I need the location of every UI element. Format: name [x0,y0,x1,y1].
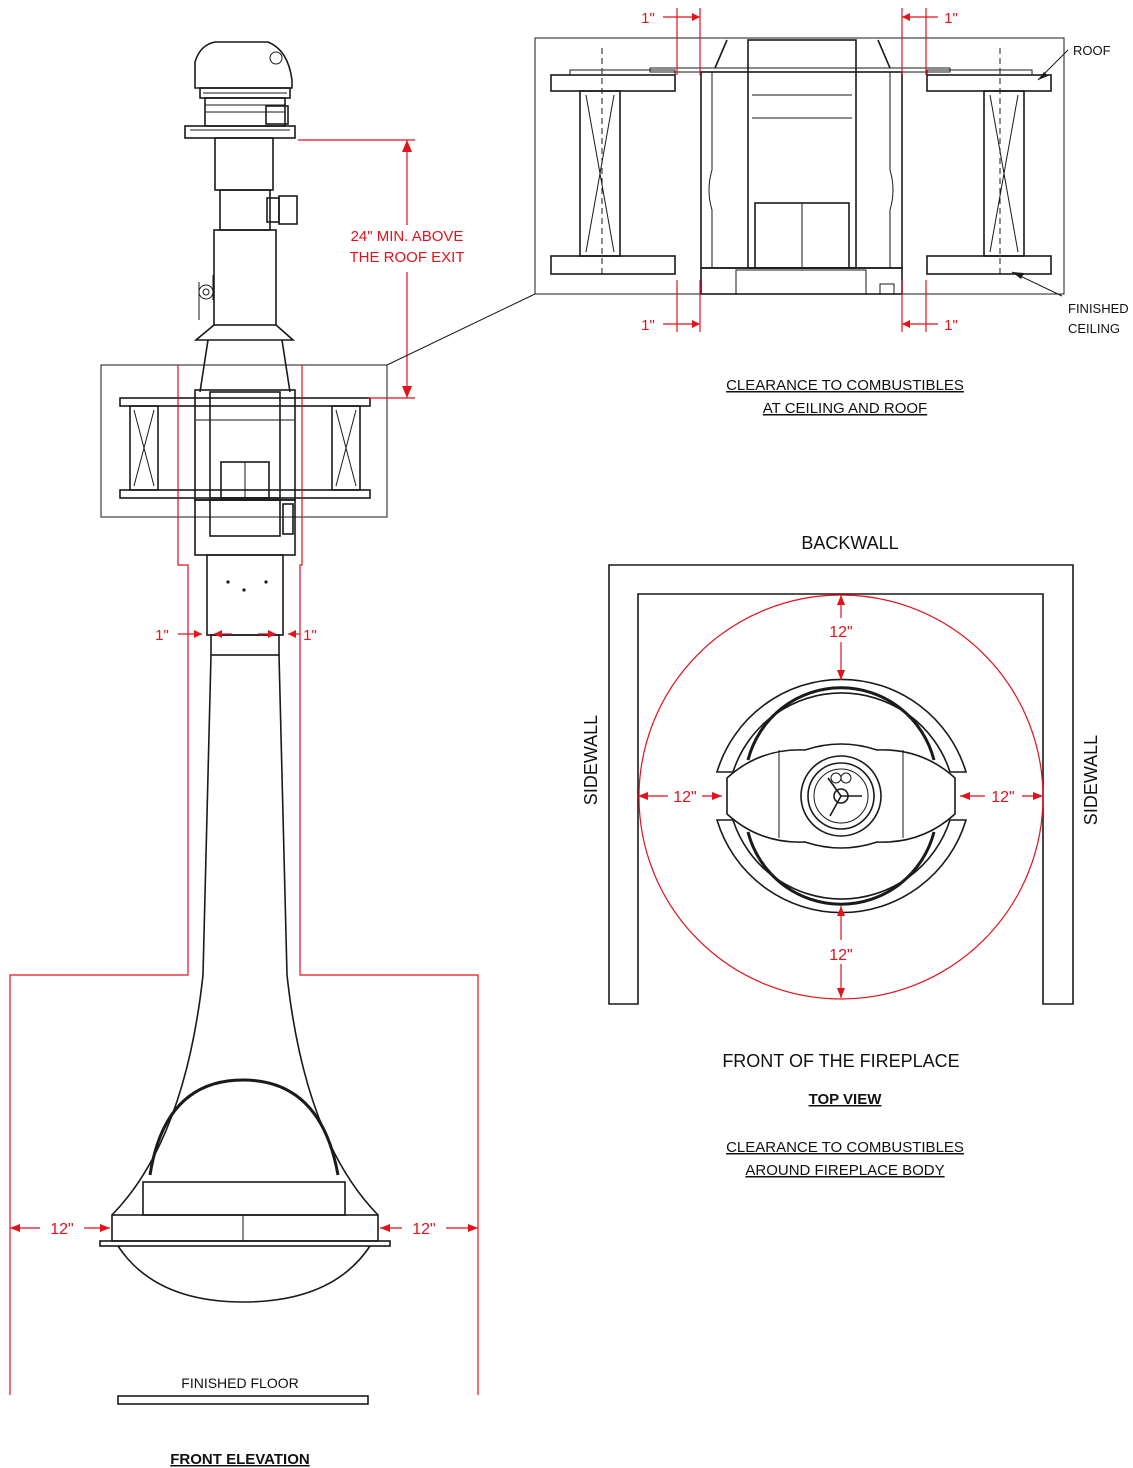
pipe-clearance-right: 1" [303,627,317,644]
body-clearance-left: 12" [50,1221,73,1238]
top-view-clearance-right: 12" [991,789,1014,806]
lower-flue-pipe [206,554,284,656]
front-of-fireplace-label: FRONT OF THE FIREPLACE [722,1051,959,1071]
roof-note-line2: THE ROOF EXIT [349,249,464,266]
detail-leader-lines [386,293,536,366]
top-view-caption-line1: CLEARANCE TO COMBUSTIBLES [726,1139,964,1156]
detail-clearance-bottom-right: 1" [944,317,958,334]
top-view-title: TOP VIEW [809,1091,883,1108]
roof-height-dimension [298,139,415,399]
top-view-caption-line2: AROUND FIREPLACE BODY [745,1162,944,1179]
finished-floor-label: FINISHED FLOOR [181,1375,298,1391]
front-elevation-title: FRONT ELEVATION [170,1451,309,1468]
roof-note-line1: 24" MIN. ABOVE [351,228,464,245]
front-elevation: FINISHED FLOOR 24" MIN. ABOVE THE ROOF E… [9,41,479,1468]
upper-flue-pipe [193,137,298,393]
detail-clearance-bottom-left: 1" [641,317,655,334]
roof-label: ROOF [1073,43,1111,58]
sidewall-left-label: SIDEWALL [581,715,601,805]
chimney-cap [184,41,296,139]
detail-clearance-top-right: 1" [944,10,958,27]
detail-clearance-top-left: 1" [641,10,655,27]
finished-ceiling-label-line2: CEILING [1068,321,1120,336]
body-clearance-dimensions [10,1224,478,1232]
ceiling-caption-line2: AT CEILING AND ROOF [763,400,927,417]
top-view-clearance-left: 12" [673,789,696,806]
backwall-label: BACKWALL [801,533,898,553]
roof-detail-box [100,364,388,556]
ceiling-roof-detail [534,8,1069,332]
finished-floor [117,1395,369,1405]
body-clearance-right: 12" [412,1221,435,1238]
sidewall-right-label: SIDEWALL [1081,735,1101,825]
ceiling-caption-line1: CLEARANCE TO COMBUSTIBLES [726,377,964,394]
finished-ceiling-label-line1: FINISHED [1068,301,1129,316]
pipe-clearance-left: 1" [155,627,169,644]
top-view-clearance-top: 12" [829,624,852,641]
pipe-clearance-dimensions [178,630,300,638]
clearance-envelope [9,365,479,1395]
fireplace-body [99,654,391,1303]
top-view-clearance-bottom: 12" [829,947,852,964]
top-view [608,564,1074,1005]
